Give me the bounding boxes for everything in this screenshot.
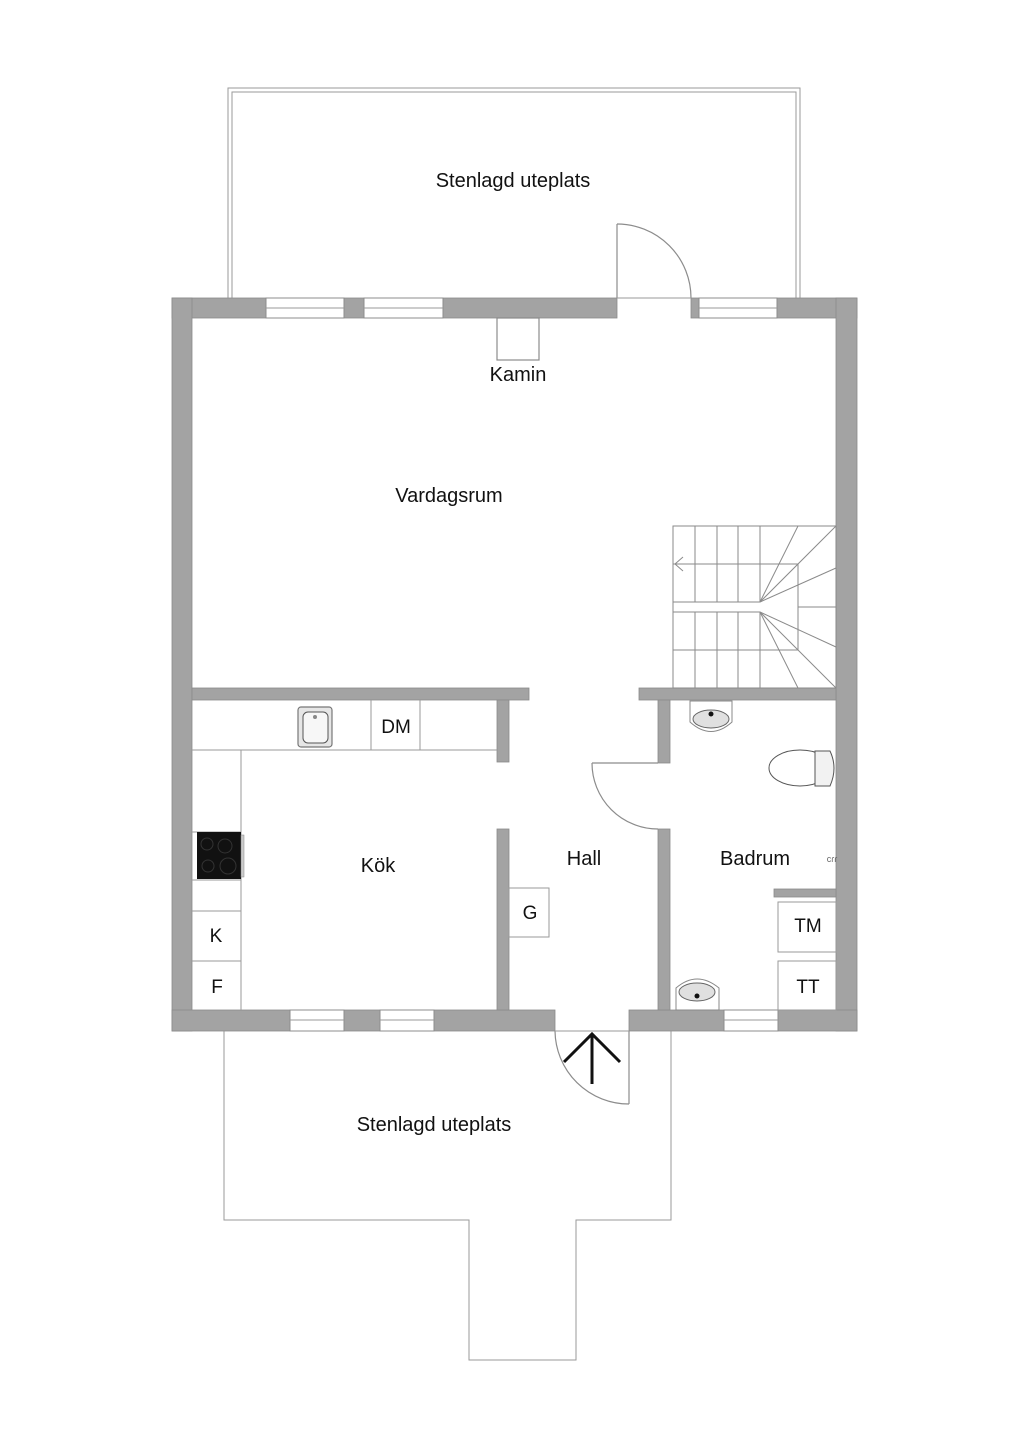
exterior-walls (171, 297, 858, 1032)
door-entrance[interactable] (554, 1030, 630, 1105)
kitchen-counter (192, 700, 497, 1010)
patio-top-label: Stenlagd uteplats (436, 170, 591, 192)
patio-top-outline (227, 87, 801, 298)
washbasin-icon (689, 700, 733, 732)
wardrobe (508, 887, 550, 938)
fireplace (496, 317, 540, 361)
dryer (777, 901, 837, 953)
drying-cabinet-label: TT (796, 977, 820, 998)
drying-cabinet (777, 960, 837, 1011)
living-room-label: Vardagsrum (395, 485, 502, 507)
svg-text:ᴄɾɾ: ᴄɾɾ (827, 854, 838, 864)
patio-bottom-label: Stenlagd uteplats (357, 1114, 512, 1136)
entrance-arrow-icon (562, 1031, 622, 1084)
toilet-icon (768, 749, 835, 787)
hall-label: Hall (567, 848, 601, 870)
freezer-label: F (211, 977, 223, 998)
interior-walls (191, 687, 837, 1011)
washbasin-icon (675, 978, 720, 1011)
shower-icon: ᴄɾɾ (827, 854, 838, 864)
dishwasher-label: DM (381, 717, 411, 738)
door-patio-top[interactable] (616, 223, 692, 299)
wardrobe-label: G (523, 903, 538, 924)
kitchen-sink-icon (297, 706, 333, 748)
stove-icon (197, 832, 245, 879)
patio-bottom-outline (223, 1030, 672, 1361)
staircase-icon[interactable] (672, 525, 837, 689)
windows (265, 297, 779, 1032)
kitchen-label: Kök (361, 855, 396, 877)
bathroom-label: Badrum (720, 848, 790, 870)
fridge-label: K (210, 926, 223, 947)
dryer-label: TM (794, 916, 821, 937)
door-bathroom[interactable] (591, 762, 659, 830)
fireplace-label: Kamin (490, 364, 547, 386)
